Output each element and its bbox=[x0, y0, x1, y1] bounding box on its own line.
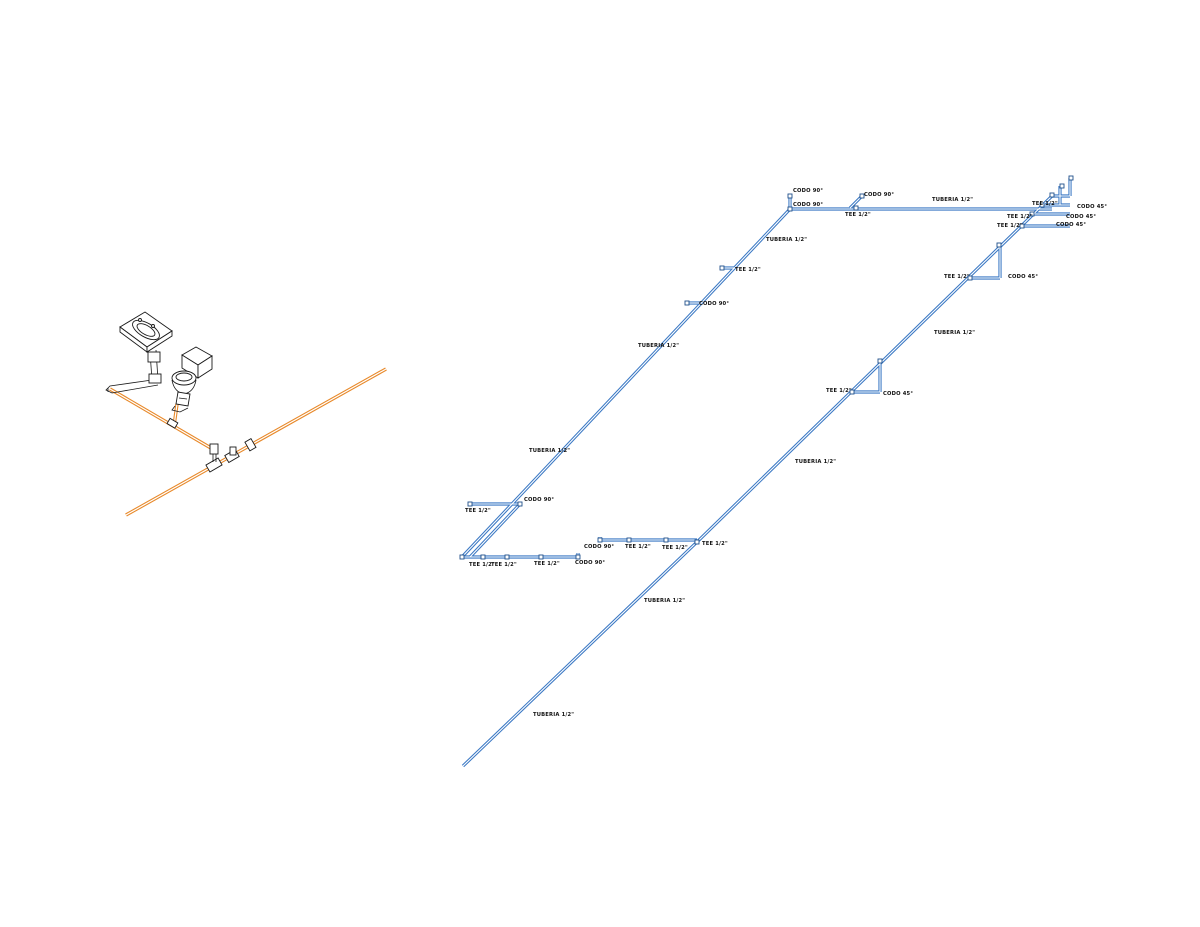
label-tee: TEE 1/2" bbox=[625, 544, 651, 550]
pipe-fitting bbox=[538, 554, 544, 560]
pipe-fitting bbox=[504, 554, 510, 560]
label-codo-90: CODO 90° bbox=[584, 544, 614, 550]
label-tee: TEE 1/2" bbox=[1007, 214, 1033, 220]
supply-fittings bbox=[459, 193, 1045, 560]
drain-branch-pipe bbox=[109, 387, 217, 453]
supply-network bbox=[460, 178, 1072, 768]
label-tee: TEE 1/2" bbox=[702, 541, 728, 547]
label-codo-45: CODO 45° bbox=[883, 391, 913, 397]
pipe-fitting bbox=[626, 537, 632, 543]
supply-pipe-segment bbox=[469, 503, 521, 558]
pipe-fitting bbox=[575, 554, 581, 560]
supply-pipe-segment bbox=[461, 208, 791, 558]
pipe-fitting bbox=[1039, 202, 1045, 208]
label-tee: TEE 1/2" bbox=[534, 561, 560, 567]
label-tee: TEE 1/2" bbox=[662, 545, 688, 551]
label-tee: TEE 1/2" bbox=[845, 212, 871, 218]
pipe-fitting bbox=[787, 206, 793, 212]
pipe-fitting bbox=[967, 275, 973, 281]
label-tuberia: TUBERIA 1/2" bbox=[638, 343, 679, 349]
supply-pipe-segment bbox=[696, 195, 1053, 543]
label-tuberia: TUBERIA 1/2" bbox=[644, 598, 685, 604]
label-codo-90: CODO 90° bbox=[524, 497, 554, 503]
label-codo-45: CODO 45° bbox=[1008, 274, 1038, 280]
label-codo-90: CODO 90° bbox=[793, 202, 823, 208]
drain-fittings bbox=[166, 417, 257, 473]
label-tee: TEE 1/2" bbox=[997, 223, 1023, 229]
label-codo-90: CODO 90° bbox=[793, 188, 823, 194]
drainage-detail bbox=[105, 311, 387, 517]
toilet-icon bbox=[171, 346, 213, 413]
label-codo-90: CODO 90° bbox=[575, 560, 605, 566]
pipe-fitting bbox=[853, 205, 859, 211]
pipe-fitting bbox=[787, 193, 793, 199]
pipe-labels: CODO 90° CODO 90° CODO 90° TEE 1/2" TUBE… bbox=[465, 188, 1107, 718]
label-tee: TEE 1/2" bbox=[826, 388, 852, 394]
label-tee: TEE 1/2" bbox=[735, 267, 761, 273]
label-tuberia: TUBERIA 1/2" bbox=[529, 448, 570, 454]
pipe-fitting bbox=[467, 501, 473, 507]
label-tuberia: TUBERIA 1/2" bbox=[533, 712, 574, 718]
label-tee: TEE 1/2" bbox=[469, 562, 495, 568]
label-codo-90: CODO 90° bbox=[699, 301, 729, 307]
label-codo-45: CODO 45° bbox=[1066, 214, 1096, 220]
supply-pipe-segment bbox=[462, 541, 698, 767]
pipe-fitting bbox=[597, 537, 603, 543]
label-codo-45: CODO 45° bbox=[1056, 222, 1086, 228]
pipe-fitting bbox=[459, 554, 465, 560]
pipe-fitting bbox=[1019, 223, 1025, 229]
label-tuberia: TUBERIA 1/2" bbox=[795, 459, 836, 465]
label-tuberia: TUBERIA 1/2" bbox=[766, 237, 807, 243]
drain-main-pipe bbox=[125, 367, 387, 517]
pipe-fitting bbox=[719, 265, 725, 271]
label-tee: TEE 1/2" bbox=[465, 508, 491, 514]
label-codo-90: CODO 90° bbox=[864, 192, 894, 198]
label-tuberia: TUBERIA 1/2" bbox=[934, 330, 975, 336]
supply-risers bbox=[877, 175, 1074, 364]
pipe-fitting bbox=[480, 554, 486, 560]
pipe-fitting bbox=[859, 193, 865, 199]
pipe-fitting bbox=[684, 300, 690, 306]
pipe-fitting bbox=[694, 539, 700, 545]
label-tee: TEE 1/2" bbox=[1032, 201, 1058, 207]
label-tee: TEE 1/2" bbox=[491, 562, 517, 568]
pipe-fitting bbox=[1029, 211, 1035, 217]
pipe-fitting bbox=[517, 501, 523, 507]
pipe-fitting bbox=[849, 389, 855, 395]
label-tee: TEE 1/2" bbox=[944, 274, 970, 280]
pipe-fitting bbox=[663, 537, 669, 543]
label-tuberia: TUBERIA 1/2" bbox=[932, 197, 973, 203]
lavatory-sink-icon bbox=[105, 311, 173, 394]
label-codo-45: CODO 45° bbox=[1077, 204, 1107, 210]
